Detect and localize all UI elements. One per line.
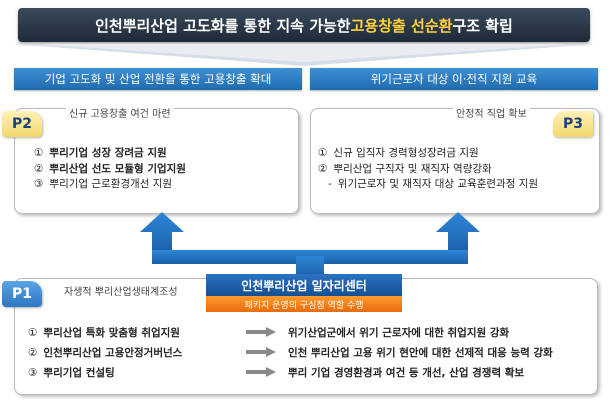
- panel-p3: [310, 108, 600, 214]
- arrow-right-icon: [246, 367, 276, 377]
- main-title: 인천뿌리산업 고도화를 통한 지속 가능한 고용창출 선순환 구조 확립: [18, 8, 590, 42]
- badge-p1: P1: [2, 281, 42, 307]
- panel-p2: [14, 108, 299, 214]
- arrow-right-icon: [246, 327, 276, 337]
- center-sub-label: 패키지 운영의 구심점 역할 수행: [206, 296, 402, 312]
- list-item: -위기근로자 및 재직자 대상 교육훈련과정 지원: [328, 178, 539, 190]
- center-label: 인천뿌리산업 일자리센터: [206, 274, 402, 296]
- title-chevron: [14, 44, 594, 66]
- arrow-right-icon: [246, 347, 276, 357]
- caption-p1: 자생적 뿌리산업생태계조성: [64, 287, 178, 298]
- caption-p2: 신규 고용창출 여건 마련: [66, 105, 174, 120]
- sub-header-right: 위기근로자 대상 이·전직 지원 교육: [310, 68, 598, 90]
- badge-p3: P3: [553, 111, 593, 137]
- title-highlight: 고용창출 선순환: [350, 16, 453, 35]
- badge-p2: P2: [2, 111, 42, 137]
- caption-p3: 안정적 직업 확보: [453, 105, 530, 120]
- title-suffix: 구조 확립: [452, 16, 513, 35]
- sub-header-left: 기업 고도화 및 산업 전환을 통한 고용창출 확대: [14, 68, 302, 90]
- arrow-stem: [296, 256, 324, 278]
- flow-arrows: [140, 212, 480, 278]
- arrow-up-right: [436, 212, 480, 256]
- title-prefix: 인천뿌리산업 고도화를 통한 지속 가능한: [95, 16, 351, 35]
- arrow-up-left: [140, 212, 184, 256]
